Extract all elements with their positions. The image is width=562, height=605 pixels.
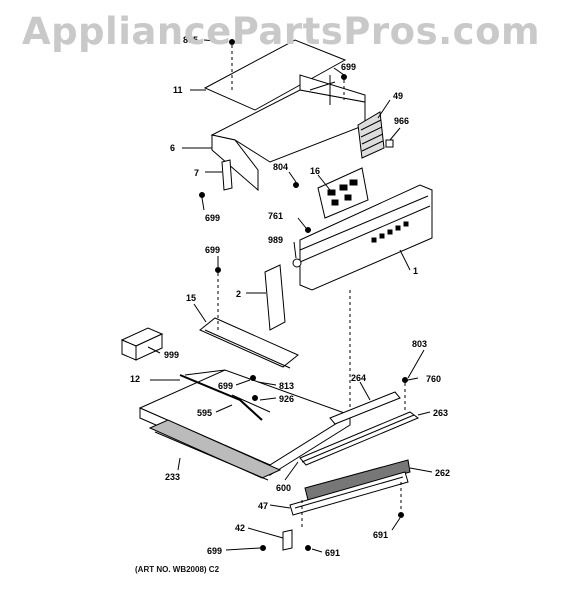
callout-labels: 805 699 11 49 966 6 804 16 7 699 761 989… [130,35,450,558]
label-926: 926 [279,394,294,404]
label-600: 600 [276,483,291,493]
label-813: 813 [279,381,294,391]
label-49: 49 [393,91,403,101]
label-233: 233 [165,472,180,482]
label-699-lower: 699 [218,381,233,391]
part-15-support-bracket [199,317,299,369]
part-263-trim-strip [299,411,419,466]
label-699-mid: 699 [205,245,220,255]
label-966: 966 [394,116,409,126]
label-699-top: 699 [341,62,356,72]
screws [199,39,408,551]
art-number-caption: (ART NO. WB2008) C2 [135,565,220,574]
part-47-vent-trim [289,471,409,516]
label-691-right: 691 [373,530,388,540]
label-11: 11 [173,85,183,95]
label-699-left: 699 [205,213,220,223]
part-262-vent-strip [304,459,411,501]
label-1: 1 [413,266,418,276]
part-989-grommet [292,258,302,268]
part-42-clip [282,529,293,551]
label-7: 7 [194,168,199,178]
part-264-rail [329,391,401,425]
part-49-vent-grille [357,111,385,159]
label-15: 15 [186,293,196,303]
part-999-box [120,327,164,361]
label-804: 804 [273,162,288,172]
part-16-control-board [317,167,369,219]
label-805: 805 [183,35,198,45]
part-2-side-trim [264,264,286,331]
assembly-guides [217,45,406,530]
label-42: 42 [235,523,245,533]
part-7-bracket [221,159,233,191]
label-595: 595 [197,408,212,418]
label-803: 803 [412,339,427,349]
label-760: 760 [426,374,441,384]
leader-lines [147,39,433,553]
label-6: 6 [170,143,175,153]
label-691-bottom: 691 [325,548,340,558]
label-999: 999 [164,350,179,360]
label-16: 16 [310,166,320,176]
part-11-top-cover [203,39,347,111]
label-47: 47 [258,501,268,511]
label-263: 263 [433,408,448,418]
label-262: 262 [435,468,450,478]
label-761: 761 [268,211,283,221]
label-699-bottom: 699 [207,546,222,556]
part-595-wire-harness [179,374,271,421]
label-2: 2 [236,289,241,299]
part-233-heater-element [148,419,282,481]
label-12: 12 [130,374,140,384]
part-1-control-panel [299,184,433,291]
label-989: 989 [268,235,283,245]
label-264: 264 [351,373,366,383]
part-966-clip [385,139,394,148]
